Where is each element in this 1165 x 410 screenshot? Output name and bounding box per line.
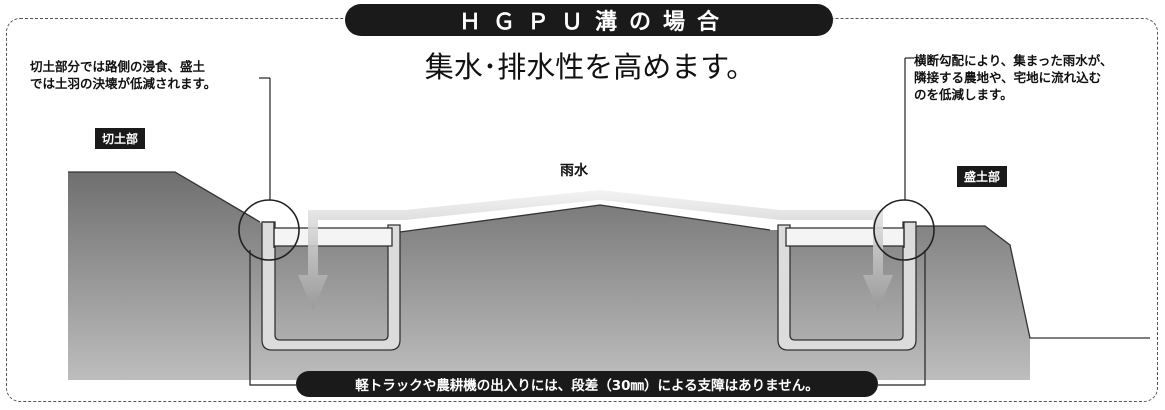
- cut-section-label: 切土部: [95, 128, 146, 149]
- left-note: 切土部分では路側の浸食、盛土 では土羽の決壊が低減されます。: [30, 58, 280, 92]
- ground-section: [68, 172, 1060, 380]
- rainwater-label: 雨水: [560, 163, 588, 179]
- left-highlight-circle: [238, 199, 300, 261]
- left-channel: [261, 221, 401, 351]
- left-note-line: では土羽の決壊が低減されます。: [30, 76, 217, 91]
- right-note: 横断勾配により、集まった雨水が、 隣接する農地や、宅地に流れ込む のを低減します…: [914, 52, 1154, 103]
- right-highlight-circle: [873, 199, 935, 261]
- footer-note: 軽トラックや農耕機の出入りには、段差（30㎜）による支障はありません。: [296, 371, 878, 397]
- right-note-line: 隣接する農地や、宅地に流れ込む: [914, 70, 1102, 85]
- right-note-line: のを低減します。: [914, 87, 1013, 102]
- left-note-line: 切土部分では路側の浸食、盛土: [30, 59, 206, 74]
- diagram-subtitle: 集水･排水性を高めます。: [424, 50, 756, 84]
- right-note-line: 横断勾配により、集まった雨水が、: [914, 53, 1113, 68]
- fill-section-label: 盛土部: [957, 166, 1008, 187]
- diagram-title: ＨＧＰＵ溝の場合: [345, 4, 833, 36]
